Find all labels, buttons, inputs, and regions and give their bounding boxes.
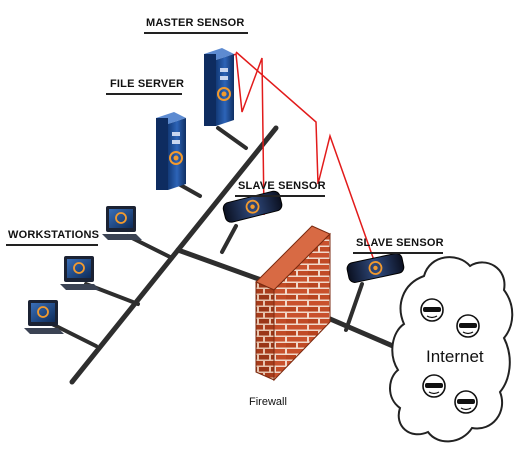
master-sensor-label: MASTER SENSOR [146,17,245,29]
hacker-icon [456,314,480,338]
hacker-icon [420,298,444,322]
slave-sensor-2-label: SLAVE SENSOR [356,237,444,249]
file-server-tower [156,112,186,190]
slave-sensor-2-drop [344,282,364,332]
workstation-computer [60,256,100,290]
slave-sensor-device [346,252,405,283]
file-server-label: FILE SERVER [110,78,185,90]
slave-sensor-2-underline [353,252,443,254]
hacker-icon [422,374,446,398]
slave-sensor-1-drop [220,224,238,254]
workstations-label: WORKSTATIONS [8,229,100,241]
cloud-shape [389,256,514,443]
master-sensor-underline [144,32,248,34]
file-server-underline [106,93,182,95]
master-sensor-tower [204,48,234,126]
management-links [217,51,377,267]
workstation-computer [24,300,64,334]
master-to-slave-2-link [235,51,377,267]
firewall-label: Firewall [249,396,287,408]
workstations-underline [6,244,98,246]
firewall-front [255,281,275,381]
workstation-computer [102,206,142,240]
internet-label: Internet [426,347,484,366]
main-backbone [69,125,279,385]
slave-sensor-1-label: SLAVE SENSOR [238,180,326,192]
firewall-side [273,232,331,382]
firewall-wall [255,225,331,382]
master-sensor-drop [216,126,248,150]
slave-sensor-1-underline [235,195,325,197]
internet-cloud [389,256,514,443]
hacker-icon [454,390,478,414]
